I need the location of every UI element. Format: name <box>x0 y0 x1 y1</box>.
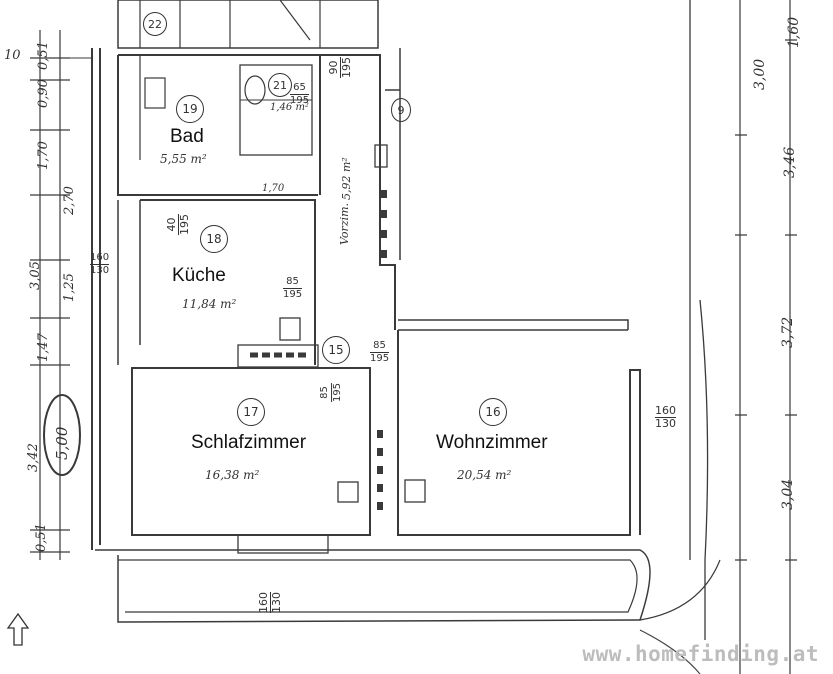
room-name-schlafzimmer: Schlafzimmer <box>191 432 307 453</box>
room-number-wohnzimmer: 16 <box>479 398 507 426</box>
room-area-bad: 5,55 m² <box>160 152 207 166</box>
dim-left-7: 1,47 <box>36 333 51 362</box>
room-number-vorzimmer: 15 <box>322 336 350 364</box>
room-name-kueche: Küche <box>172 265 226 286</box>
room-name-wohnzimmer: Wohnzimmer <box>436 432 548 453</box>
dim-right-3: 3,46 <box>782 146 798 178</box>
room-name-bad: Bad <box>170 126 204 147</box>
dim-left-4: 2,70 <box>62 186 77 215</box>
dim-right-2: 1,60 <box>786 16 802 48</box>
plan-number-9: 9 <box>391 98 411 122</box>
dim-right-1: 3,00 <box>752 58 768 90</box>
room-number-kueche: 18 <box>200 225 228 253</box>
room-area-wohnzimmer: 20,54 m² <box>457 468 512 482</box>
room-number-wc: 21 <box>268 73 292 97</box>
dim-left-9: 3,42 <box>26 443 41 472</box>
watermark: www.homefinding.at <box>582 642 819 666</box>
dim-left-6: 1,25 <box>62 273 77 302</box>
room-number-bad: 19 <box>176 95 204 123</box>
dim-left-5: 3,05 <box>28 261 43 290</box>
room-area-vorzimmer: 5,92 m² <box>340 157 353 200</box>
dim-right-5: 3,04 <box>780 478 796 510</box>
room-area-schlafzimmer: 16,38 m² <box>205 468 260 482</box>
dim-left-10: 0,51 <box>34 523 49 552</box>
room-area-kueche: 11,84 m² <box>182 297 237 311</box>
dim-left-1: 0,51 <box>36 41 51 70</box>
plan-number-22: 22 <box>143 12 167 36</box>
bad-small-dimension: 1,70 <box>262 183 285 194</box>
dim-left-circled: 5,00 <box>53 426 71 460</box>
dim-left-3: 1,70 <box>36 141 51 170</box>
room-area-wc: 1,46 m² <box>270 102 309 113</box>
dim-left-2: 0,90 <box>36 79 51 108</box>
dim-right-4: 3,72 <box>780 316 796 348</box>
room-number-schlafzimmer: 17 <box>237 398 265 426</box>
top-left-number: 10 <box>4 48 21 63</box>
room-name-vorzimmer: Vorzim. <box>338 202 351 245</box>
